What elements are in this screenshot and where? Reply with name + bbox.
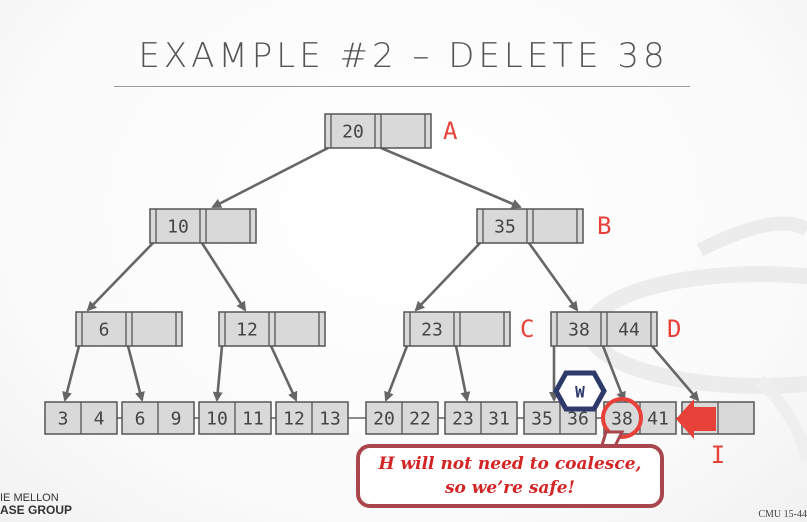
leaf-node-key: 23 (452, 409, 474, 430)
leaf-node-key: 31 (488, 409, 510, 430)
node-label: C (520, 315, 534, 343)
leaf-node: 35 36 (523, 401, 597, 435)
tree-edge (384, 345, 409, 402)
leaf-node: 12 13 (275, 401, 349, 435)
tree-edge (212, 345, 224, 402)
node-root-box (324, 113, 432, 149)
red-arrow (676, 399, 716, 439)
footer-logo: IE MELLON ASE GROUP (0, 492, 90, 516)
leaf-node-key: 20 (373, 409, 395, 430)
footer-course: CMU 15-44 (758, 509, 807, 520)
highlight-circle (601, 397, 643, 439)
leaf-node-key: 11 (242, 409, 264, 430)
tree-edges (62, 146, 700, 419)
node-level3-key: 44 (618, 320, 640, 341)
node-level3: 12 (218, 311, 326, 347)
node-level2: 10 (149, 208, 257, 244)
node-level3-key: 6 (99, 320, 110, 341)
leaf-node-key: 3 (58, 409, 69, 430)
tree-edge (86, 242, 154, 312)
node-level2-box (149, 208, 257, 244)
node-level3: 6 (75, 311, 183, 347)
tree-edge (601, 345, 626, 402)
latch-badge-text: W (575, 383, 585, 402)
leaf-node-key: 35 (531, 409, 553, 430)
node-level3: 23 (403, 311, 511, 347)
node-level3-key: 23 (421, 320, 443, 341)
callout-box: H will not need to coalesce, so we’re sa… (356, 444, 664, 508)
leaf-node-key: 41 (647, 409, 669, 430)
slide-title: EXAMPLE #2 – DELETE 38 (138, 36, 669, 76)
tree-edge (651, 345, 700, 402)
latch-badge (553, 370, 607, 412)
leaf-node-key: 36 (567, 409, 589, 430)
leaf-node-key: 4 (94, 409, 105, 430)
node-level3-box (75, 311, 183, 347)
leaf-node: 10 11 (198, 401, 272, 435)
new-leaf-label: I (711, 441, 725, 469)
node-level3-key: 12 (236, 320, 258, 341)
node-level2-key: 35 (494, 217, 516, 238)
node-level3-box (403, 311, 511, 347)
leaf-node-key: 6 (135, 409, 146, 430)
tree-edge (454, 345, 471, 402)
node-level3: 38 44 (550, 311, 658, 347)
tree-edge (126, 345, 145, 402)
tree-edge (380, 146, 522, 209)
footer-logo-line2: ASE GROUP (0, 503, 73, 517)
leaf-node-key: 13 (319, 409, 341, 430)
node-root: 20 (324, 113, 432, 149)
tree-edge (414, 242, 481, 312)
leaf-node-key: 9 (171, 409, 182, 430)
tree-edge (269, 345, 298, 402)
node-label: A (443, 117, 458, 145)
callout-text: H will not need to coalesce, so we’re sa… (378, 454, 642, 498)
leaf-node-key: 12 (283, 409, 305, 430)
node-label: B (597, 212, 611, 240)
leaf-node-key: 38 (611, 409, 633, 430)
node-level2-key: 10 (167, 217, 189, 238)
node-level2: 35 (476, 208, 584, 244)
node-label: D (667, 315, 681, 343)
tree-edge (200, 242, 247, 312)
footer-logo-line1: IE MELLON (0, 492, 59, 504)
node-level3-box (550, 311, 658, 347)
tree-edge (527, 242, 579, 312)
node-level2-box (476, 208, 584, 244)
leaf-node-key: 22 (409, 409, 431, 430)
node-root-key: 20 (342, 122, 364, 143)
title-divider (114, 86, 690, 87)
tree-edge (211, 146, 329, 209)
node-level3-box (218, 311, 326, 347)
tree-edge (62, 345, 81, 402)
node-level3-key: 38 (568, 320, 590, 341)
leaf-node-key: 10 (206, 409, 228, 430)
leaf-node: 23 31 (444, 401, 518, 435)
